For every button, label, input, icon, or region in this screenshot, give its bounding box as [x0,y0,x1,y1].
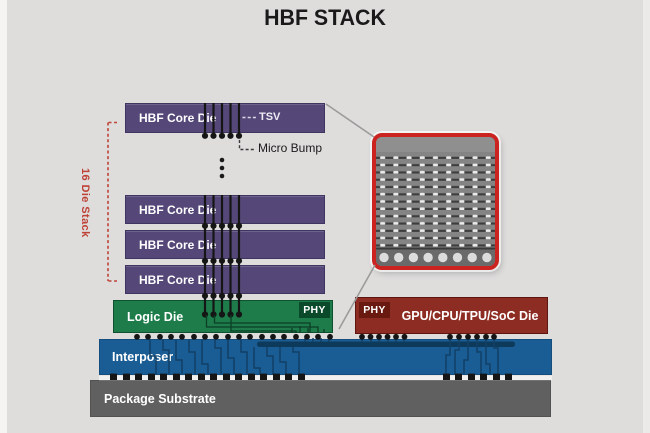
interposer-label: Interposer [112,350,174,364]
soc-phy-block: PHY [359,302,390,318]
hbf-core-die-2-label: HBF Core Die [139,202,217,217]
hbf-core-die-4-label: HBF Core Die [139,272,217,287]
package-substrate [90,380,551,417]
hbf-core-die-4: HBF Core Die [125,265,325,294]
die-stack-bracket [107,121,117,282]
hbf-core-die-3-label: HBF Core Die [139,237,217,252]
inset-base-band [376,249,495,266]
inset-base-line [376,247,495,250]
micro-bump-leader-line [238,140,254,151]
logic-phy-label: PHY [303,303,326,316]
inset-layer-stack [376,152,495,248]
inset-callout-lines [325,103,376,330]
logic-die-label: Logic Die [127,309,184,324]
die-stack-bracket-label: 16 Die Stack [79,168,91,238]
page-title: HBF STACK [264,5,386,30]
package-substrate-label: Package Substrate [104,391,216,406]
logic-phy-block: PHY [299,301,330,318]
inset-solder-balls [379,252,492,263]
hbf-core-die-2: HBF Core Die [125,195,325,224]
micro-bump-label: Micro Bump [258,141,323,155]
vertical-ellipsis [219,157,225,179]
right-edge-strip [643,0,650,433]
hbf-core-die-1-label: HBF Core Die [139,111,217,125]
hbf-core-die-1: HBF Core Die [125,103,325,133]
soc-die-label: GPU/CPU/TPU/SoC Die [401,308,539,323]
hbf-core-die-3: HBF Core Die [125,230,325,259]
left-edge-strip [0,0,7,433]
die-stack-inset [372,133,499,270]
tsv-label: TSV [259,111,281,123]
die-stack-inset-photo [376,137,495,266]
soc-phy-label: PHY [363,304,386,316]
inset-top-die-band [376,137,495,152]
